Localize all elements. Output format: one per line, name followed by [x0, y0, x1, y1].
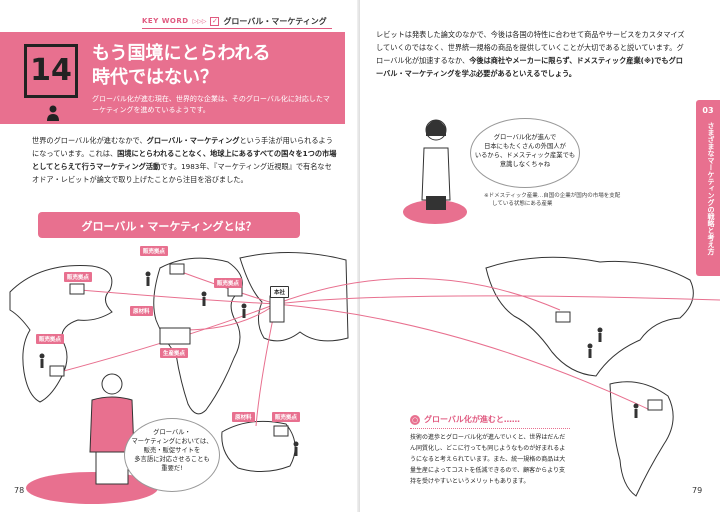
footnote-line: している状態にある産業: [492, 201, 553, 207]
section-banner: グローバル・マーケティングとは？: [38, 212, 300, 238]
map-tag-sales-base: 販売拠点: [214, 278, 243, 288]
footnote: ※ドメスティック産業…自国の企業が国内の市場を支配 している状態にある産業: [484, 192, 694, 208]
keyword-arrows: ▷▷▷: [192, 17, 207, 25]
column-heading-text: グローバル化が進むと……: [424, 415, 520, 424]
title-line-1: もう国境にとらわれる: [92, 43, 271, 64]
speaker-icon: [47, 105, 59, 121]
section-banner-text: グローバル・マーケティングとは？: [81, 220, 257, 233]
map-tag-production-base: 生産拠点: [160, 348, 189, 358]
column-heading: ○ グローバル化が進むと……: [410, 414, 520, 425]
bubble-line: マーケティングにおいては、: [131, 438, 213, 445]
column-text: 技術の進歩とグローバル化が進んでいくと、世界はだんだん同質化し、どこに行っても同…: [410, 434, 566, 485]
keyword-text: グローバル・マーケティング: [223, 16, 327, 26]
left-body-text: 世界のグローバル化が進むなかで、グローバル・マーケティングという手法が用いられる…: [32, 134, 338, 186]
map-tag-sales-base: 販売拠点: [140, 246, 169, 256]
check-icon: ✓: [210, 16, 220, 26]
keyword-rule: [142, 28, 332, 29]
bubble-line: 販売・販促サイトを: [143, 447, 201, 454]
map-tag-headquarters: 本社: [270, 286, 290, 298]
map-tag-sales-base: 販売拠点: [36, 334, 65, 344]
body-bold: 今後は商社やメーカーに限らず、ドメスティック産業(※)でもグローバル・マーケティ…: [376, 56, 683, 78]
right-page: レビットは発表した論文のなかで、今後は各国の特性に合わせて商品やサービスをカスタ…: [360, 0, 720, 512]
title-line-2: 時代ではない？: [92, 67, 218, 88]
speech-bubble-right: グローバル化が進んで 日本にもたくさんの外国人が いるから、ドメスティック産業で…: [470, 118, 580, 188]
body-bold: 国境にとらわれることなく、地球上にあるすべての国々を1つの市場としてとらえて行う…: [32, 149, 337, 171]
bubble-line: グローバル化が進んで: [493, 134, 557, 141]
page-number-left: 78: [14, 486, 25, 495]
bubble-line: 意識しなくちゃね: [499, 161, 551, 168]
chapter-tab: 03 さまざまなマーケティングの戦略と考え方: [696, 100, 720, 276]
body-span: 世界のグローバル化が進むなかで、: [32, 136, 147, 145]
body-span: です。1983年、『マーケティング近視眼』で有名なセオドア・レビットが論文で取り…: [32, 162, 332, 184]
bubble-line: いるから、ドメスティック産業でも: [474, 152, 576, 159]
chapter-tab-number: 03: [702, 106, 714, 115]
right-body-text: レビットは発表した論文のなかで、今後は各国の特性に合わせて商品やサービスをカスタ…: [376, 28, 686, 80]
footnote-line: ※ドメスティック産業…自国の企業が国内の市場を支配: [484, 193, 621, 199]
bubble-line: 多言語に対応させることも: [134, 456, 210, 463]
body-span: という手法が用いられるようになっています。これは、: [32, 136, 333, 158]
map-tag-sales-base: 販売拠点: [64, 272, 93, 282]
body-bold: グローバル・マーケティング: [146, 136, 240, 145]
keyword-strip: KEY WORD ▷▷▷ ✓ グローバル・マーケティング: [142, 14, 327, 28]
page-number-right: 79: [692, 486, 703, 495]
map-tag-raw-material: 原材料: [130, 306, 153, 316]
chapter-header: 14 もう国境にとらわれる 時代ではない？ グローバル化が進む現在、世界的な企業…: [0, 32, 345, 124]
section-number-box: 14: [24, 44, 78, 98]
bubble-line: 重要だ!: [161, 465, 183, 472]
body-span: レビットは発表した論文のなかで、今後は各国の特性に合わせて商品やサービスをカスタ…: [376, 30, 685, 65]
page-title: もう国境にとらわれる 時代ではない？: [92, 42, 332, 90]
keyword-label: KEY WORD: [142, 17, 189, 25]
column-rule: [410, 428, 570, 429]
chapter-tab-text: さまざまなマーケティングの戦略と考え方: [707, 122, 715, 255]
section-number: 14: [30, 53, 72, 88]
map-tag-sales-base: 販売拠点: [272, 412, 301, 422]
lead-text: グローバル化が進む現在、世界的な企業は、そのグローバル化に対応したマーケティング…: [92, 95, 330, 114]
speech-bubble-left: グローバル・ マーケティングにおいては、 販売・販促サイトを 多言語に対応させる…: [124, 418, 220, 492]
bubble-line: グローバル・: [153, 429, 191, 436]
bubble-line: 日本にもたくさんの外国人が: [484, 143, 566, 150]
map-tag-raw-material: 原材料: [232, 412, 255, 422]
bullet-icon: ○: [410, 414, 420, 425]
